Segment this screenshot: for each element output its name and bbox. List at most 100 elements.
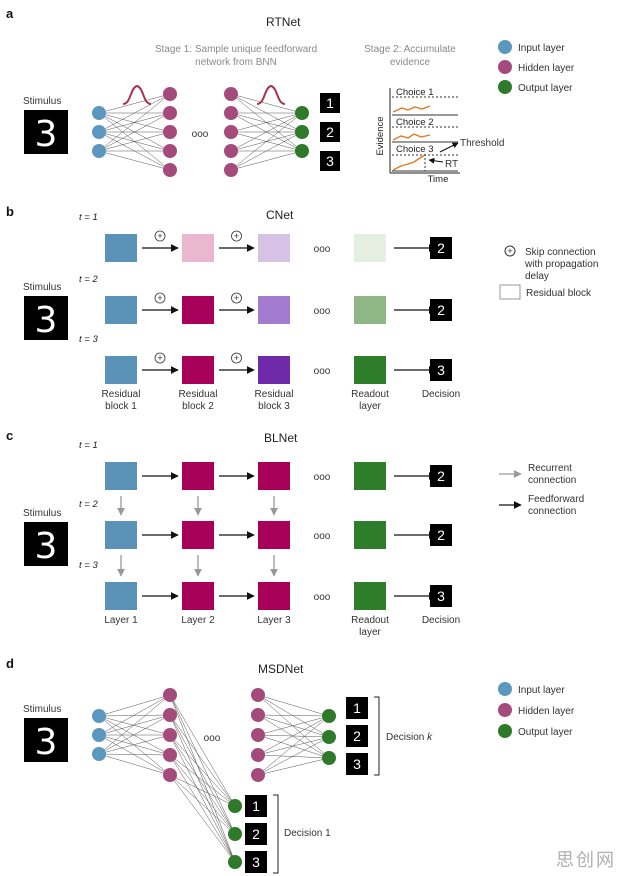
- connection-line: [169, 754, 236, 835]
- connection-line: [169, 734, 236, 835]
- connection-line: [257, 694, 330, 759]
- decision-k-text: Decision: [386, 732, 427, 743]
- plus-icon: +: [234, 293, 239, 303]
- layer-block: [105, 296, 137, 324]
- legend-label: Hidden layer: [518, 63, 575, 74]
- evidence-trace: [392, 105, 431, 113]
- column-label: Decision: [422, 615, 460, 626]
- layer-block: [105, 234, 137, 262]
- panel-letter: c: [6, 428, 13, 443]
- skip-connection-icon: [231, 230, 242, 242]
- column-label: Decision: [422, 389, 460, 400]
- evidence-trace: [392, 133, 431, 141]
- hidden-node: [251, 688, 265, 702]
- panel-title: RTNet: [266, 15, 301, 29]
- output-label: 2: [326, 124, 334, 140]
- plus-icon: +: [157, 293, 162, 303]
- layer-block: [258, 356, 290, 384]
- panel-title: CNet: [266, 208, 294, 222]
- connection-line: [98, 753, 171, 776]
- output-box-3: 3: [245, 851, 267, 873]
- hidden-node: [224, 163, 238, 177]
- layer-block: [258, 521, 290, 549]
- output-label: 1: [353, 700, 361, 716]
- connection-line: [230, 112, 303, 171]
- stimulus-label: Stimulus: [23, 508, 61, 519]
- hidden-layer-swatch: [498, 60, 512, 74]
- decision-label: 3: [437, 588, 445, 604]
- output-box-3: 3: [320, 151, 340, 171]
- connection-line: [230, 112, 303, 133]
- plus-icon: +: [234, 231, 239, 241]
- connection-line: [257, 714, 330, 717]
- layer-block: [105, 521, 137, 549]
- readout-block: [354, 521, 386, 549]
- connection-line: [98, 753, 171, 756]
- decision-box: [430, 359, 452, 381]
- stimulus-digit: 3: [35, 722, 58, 763]
- legend-c: Recurrent connection Feedforward connect…: [499, 463, 584, 517]
- output-label: 2: [353, 728, 361, 744]
- hidden-node: [251, 768, 265, 782]
- bracket: [273, 794, 279, 874]
- output-label: 3: [353, 756, 361, 772]
- connection-line: [257, 714, 330, 738]
- connection-line: [169, 694, 236, 807]
- legend-label: Input layer: [518, 43, 565, 54]
- hidden-node: [163, 125, 177, 139]
- connection-line: [257, 715, 330, 756]
- stimulus-digit: 3: [35, 300, 58, 341]
- skip-connection-icon: [504, 245, 516, 257]
- panel-letter: a: [6, 6, 14, 21]
- layer-block: [105, 356, 137, 384]
- readout-block: [354, 462, 386, 490]
- column-label: Residual: [179, 389, 218, 400]
- time-axis-label: Time: [428, 174, 449, 185]
- evidence-axis-label: Evidence: [375, 116, 386, 155]
- connection-line: [98, 715, 171, 756]
- column-label: block 2: [182, 401, 214, 412]
- ellipsis: ooo: [314, 306, 331, 317]
- column-label: Readout: [351, 615, 389, 626]
- input-node: [92, 747, 106, 761]
- connection-line: [98, 112, 171, 152]
- legend-label: with propagation: [524, 259, 598, 270]
- connection-line: [257, 734, 330, 759]
- posterior-curve: [256, 84, 286, 105]
- connection-line: [169, 694, 236, 835]
- threshold-arrow: [439, 142, 459, 153]
- decision-label: 2: [437, 468, 445, 484]
- connection-line: [98, 715, 171, 776]
- skip-connection-icon: [231, 352, 242, 364]
- watermark: 思创网: [556, 850, 616, 871]
- stimulus-image: 3: [24, 296, 68, 341]
- output-node: [228, 799, 242, 813]
- connection-line: [169, 774, 236, 807]
- connection-line: [257, 754, 330, 759]
- layer-block: [258, 462, 290, 490]
- layer-block: [182, 296, 214, 324]
- hidden-node: [251, 708, 265, 722]
- stimulus-digit: 3: [35, 114, 58, 155]
- connection-line: [98, 714, 171, 755]
- hidden-node: [224, 106, 238, 120]
- legend-label: connection: [528, 475, 576, 486]
- layer-block: [182, 462, 214, 490]
- connection-line: [169, 774, 236, 835]
- column-label: Layer 1: [104, 615, 138, 626]
- connection-line: [257, 715, 330, 776]
- column-label: Residual: [255, 389, 294, 400]
- decision-label: 2: [437, 527, 445, 543]
- ellipsis: ooo: [314, 366, 331, 377]
- input-node: [92, 709, 106, 723]
- skip-connection-icon: [231, 292, 242, 304]
- legend-b: + Skip connection with propagation delay…: [499, 245, 598, 300]
- connection-line: [98, 694, 171, 755]
- hidden-node: [224, 87, 238, 101]
- output-node: [295, 144, 309, 158]
- hidden-node: [251, 748, 265, 762]
- column-label: block 3: [258, 401, 290, 412]
